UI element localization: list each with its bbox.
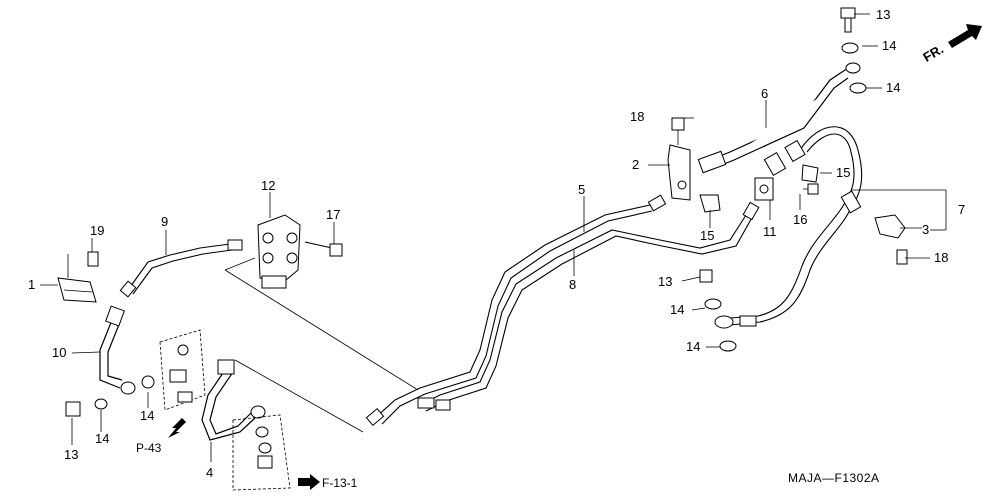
callout-16: 16: [793, 212, 807, 227]
detail-box-f131: [232, 414, 291, 491]
front-direction-label: FR.: [920, 41, 946, 64]
callout-17: 17: [326, 207, 340, 222]
callout-14-lower: 14: [686, 339, 700, 354]
clamp-1: [57, 251, 99, 303]
arrow-front-direction: [948, 24, 982, 48]
callout-19: 19: [90, 223, 104, 238]
bolt-17: [304, 241, 343, 257]
reference-p43: P-43: [136, 441, 162, 455]
brake-tube-5-8: [365, 194, 760, 427]
brake-hose-6: [697, 62, 861, 174]
valve-12: [257, 214, 301, 289]
callout-2: 2: [632, 157, 639, 172]
callout-6: 6: [761, 86, 768, 101]
callout-14-left-b: 14: [95, 431, 109, 446]
callout-13-mid: 13: [658, 274, 672, 289]
arrow-f131: [298, 474, 320, 490]
bolt-16: [803, 183, 819, 195]
drawing-code: MAJA—F1302A: [788, 471, 880, 485]
fitting-11: [754, 139, 806, 201]
callout-3: 3: [922, 222, 929, 237]
callout-10: 10: [52, 345, 66, 360]
callout-11: 11: [763, 224, 777, 239]
callout-12: 12: [261, 178, 275, 193]
callout-14-left-a: 14: [140, 408, 154, 423]
fitting-3: [874, 214, 908, 265]
callout-9: 9: [161, 214, 168, 229]
detail-box-p43: [159, 329, 206, 411]
brake-hose-10: [99, 305, 155, 395]
callout-13-left: 13: [64, 447, 78, 462]
callout-15-b: 15: [836, 165, 850, 180]
top-right-hardware: [699, 7, 867, 352]
bracket-2: [667, 117, 691, 201]
brake-tube-9: [119, 239, 243, 298]
arrow-p43: [168, 418, 186, 438]
callout-8: 8: [569, 277, 576, 292]
callout-4: 4: [206, 465, 213, 480]
callout-18-a: 18: [630, 109, 644, 124]
callout-7: 7: [958, 202, 965, 217]
leader-lines: [40, 13, 947, 462]
callout-14-top: 14: [882, 38, 896, 53]
reference-f131: F-13-1: [322, 476, 358, 490]
left-hardware: [65, 398, 108, 417]
callout-1: 1: [28, 277, 35, 292]
callout-14-upper: 14: [886, 80, 900, 95]
callout-5: 5: [578, 182, 585, 197]
clips-15: [699, 164, 819, 213]
callout-14-mid: 14: [670, 302, 684, 317]
callout-13-top: 13: [876, 7, 890, 22]
callout-15-a: 15: [700, 228, 714, 243]
callout-18-b: 18: [934, 250, 948, 265]
callouts: 1 2 3 4 5 6 7 8 9 10 11 12 13 13 13 14 1…: [28, 7, 965, 480]
brake-hose-4: [201, 359, 266, 441]
brake-hose-7: [714, 126, 863, 329]
